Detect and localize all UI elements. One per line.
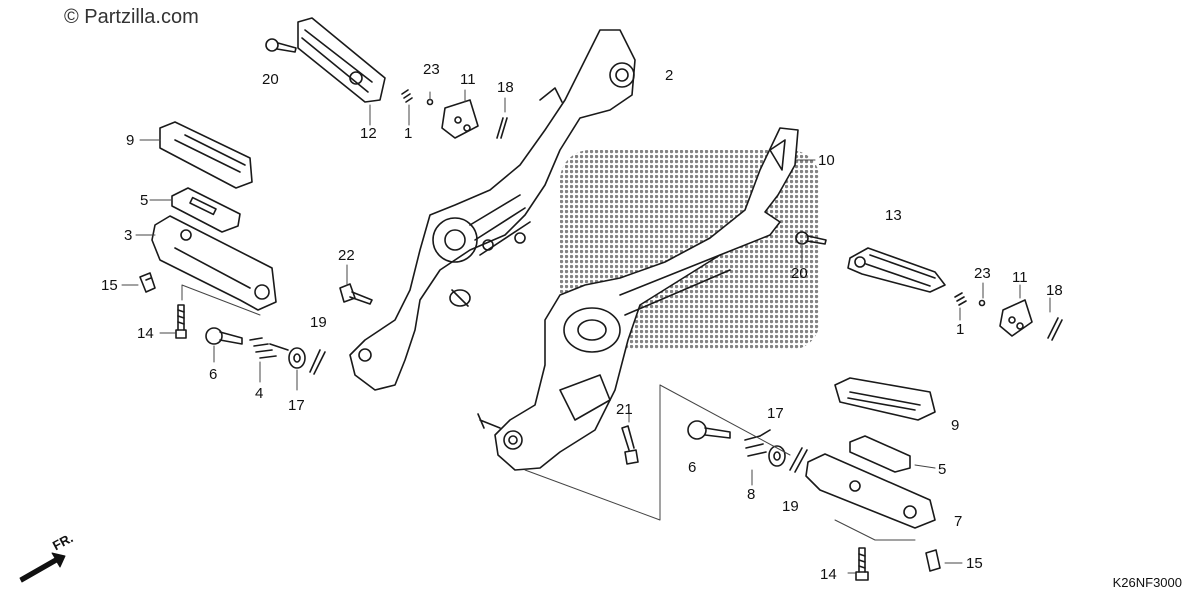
- callout: 23: [423, 61, 440, 78]
- callout: 13: [885, 207, 902, 224]
- callout: 17: [288, 397, 305, 414]
- callout: 5: [140, 192, 149, 209]
- bolt-22: [339, 283, 373, 305]
- cotter-pin-right: [1047, 317, 1063, 341]
- callout: 18: [1046, 282, 1063, 299]
- callout: 22: [338, 247, 355, 264]
- spring-left: [249, 337, 289, 359]
- callout: 9: [951, 417, 960, 434]
- callout: 17: [767, 405, 784, 422]
- rubber-left: [159, 121, 253, 189]
- callout: 8: [747, 486, 756, 503]
- bolt-14-left: [175, 304, 187, 339]
- plate-5-right: [849, 435, 911, 473]
- callout: 14: [137, 325, 154, 342]
- callout: 15: [966, 555, 983, 572]
- pin-left: [205, 327, 243, 345]
- callout: 21: [616, 401, 633, 418]
- callout: 6: [209, 366, 218, 383]
- plate-right: [999, 299, 1033, 337]
- spring-8-right: [744, 429, 771, 457]
- callout: 12: [360, 125, 377, 142]
- callout: 19: [310, 314, 327, 331]
- plate-left: [171, 187, 241, 233]
- pin-20-right: [795, 231, 827, 245]
- callout: 2: [665, 67, 674, 84]
- plate-top: [441, 99, 479, 139]
- callout: 14: [820, 566, 837, 583]
- bolt-15-left: [139, 272, 156, 293]
- step-bar-left: [151, 215, 277, 311]
- step-holder-right: [477, 127, 799, 471]
- rubber-right: [834, 377, 936, 421]
- watermark: © Partzilla.com: [64, 6, 199, 28]
- callout: 11: [460, 71, 476, 88]
- callout: 23: [974, 265, 991, 282]
- footpeg-front-left: [297, 17, 386, 103]
- step-holder-left: [349, 29, 636, 391]
- cotter-pin-19-left: [309, 349, 326, 375]
- detent-spring-top: [401, 89, 434, 106]
- callout: 1: [956, 321, 965, 338]
- callout: 19: [782, 498, 799, 515]
- callout: 1: [404, 125, 413, 142]
- bolt-14-right: [855, 547, 869, 581]
- callout: 4: [255, 385, 264, 402]
- bolt-21: [621, 425, 639, 465]
- callout: 6: [688, 459, 697, 476]
- callout: 7: [954, 513, 963, 530]
- leader-lines: [121, 89, 1051, 574]
- callout: 20: [262, 71, 279, 88]
- front-direction-arrow: [19, 552, 66, 583]
- diagram-code: K26NF3000: [1112, 575, 1182, 590]
- cotter-pin-19-right: [789, 447, 808, 473]
- washer-17-right: [768, 445, 786, 467]
- callout: 15: [101, 277, 118, 294]
- washer-left: [288, 347, 306, 369]
- footpeg-rear-right: [847, 247, 946, 293]
- detent-spring-right: [954, 292, 986, 307]
- callout: 10: [818, 152, 835, 169]
- cotter-pin-top: [496, 117, 508, 139]
- bolt-15-right: [925, 549, 941, 572]
- callout: 20: [791, 265, 808, 282]
- step-bar-right: [805, 453, 936, 529]
- callout: 5: [938, 461, 947, 478]
- callout: 18: [497, 79, 514, 96]
- callout: 9: [126, 132, 135, 149]
- pin-6-right: [687, 420, 731, 440]
- callout: 11: [1012, 269, 1028, 286]
- pin-top-left: [265, 38, 297, 53]
- callout: 3: [124, 227, 133, 244]
